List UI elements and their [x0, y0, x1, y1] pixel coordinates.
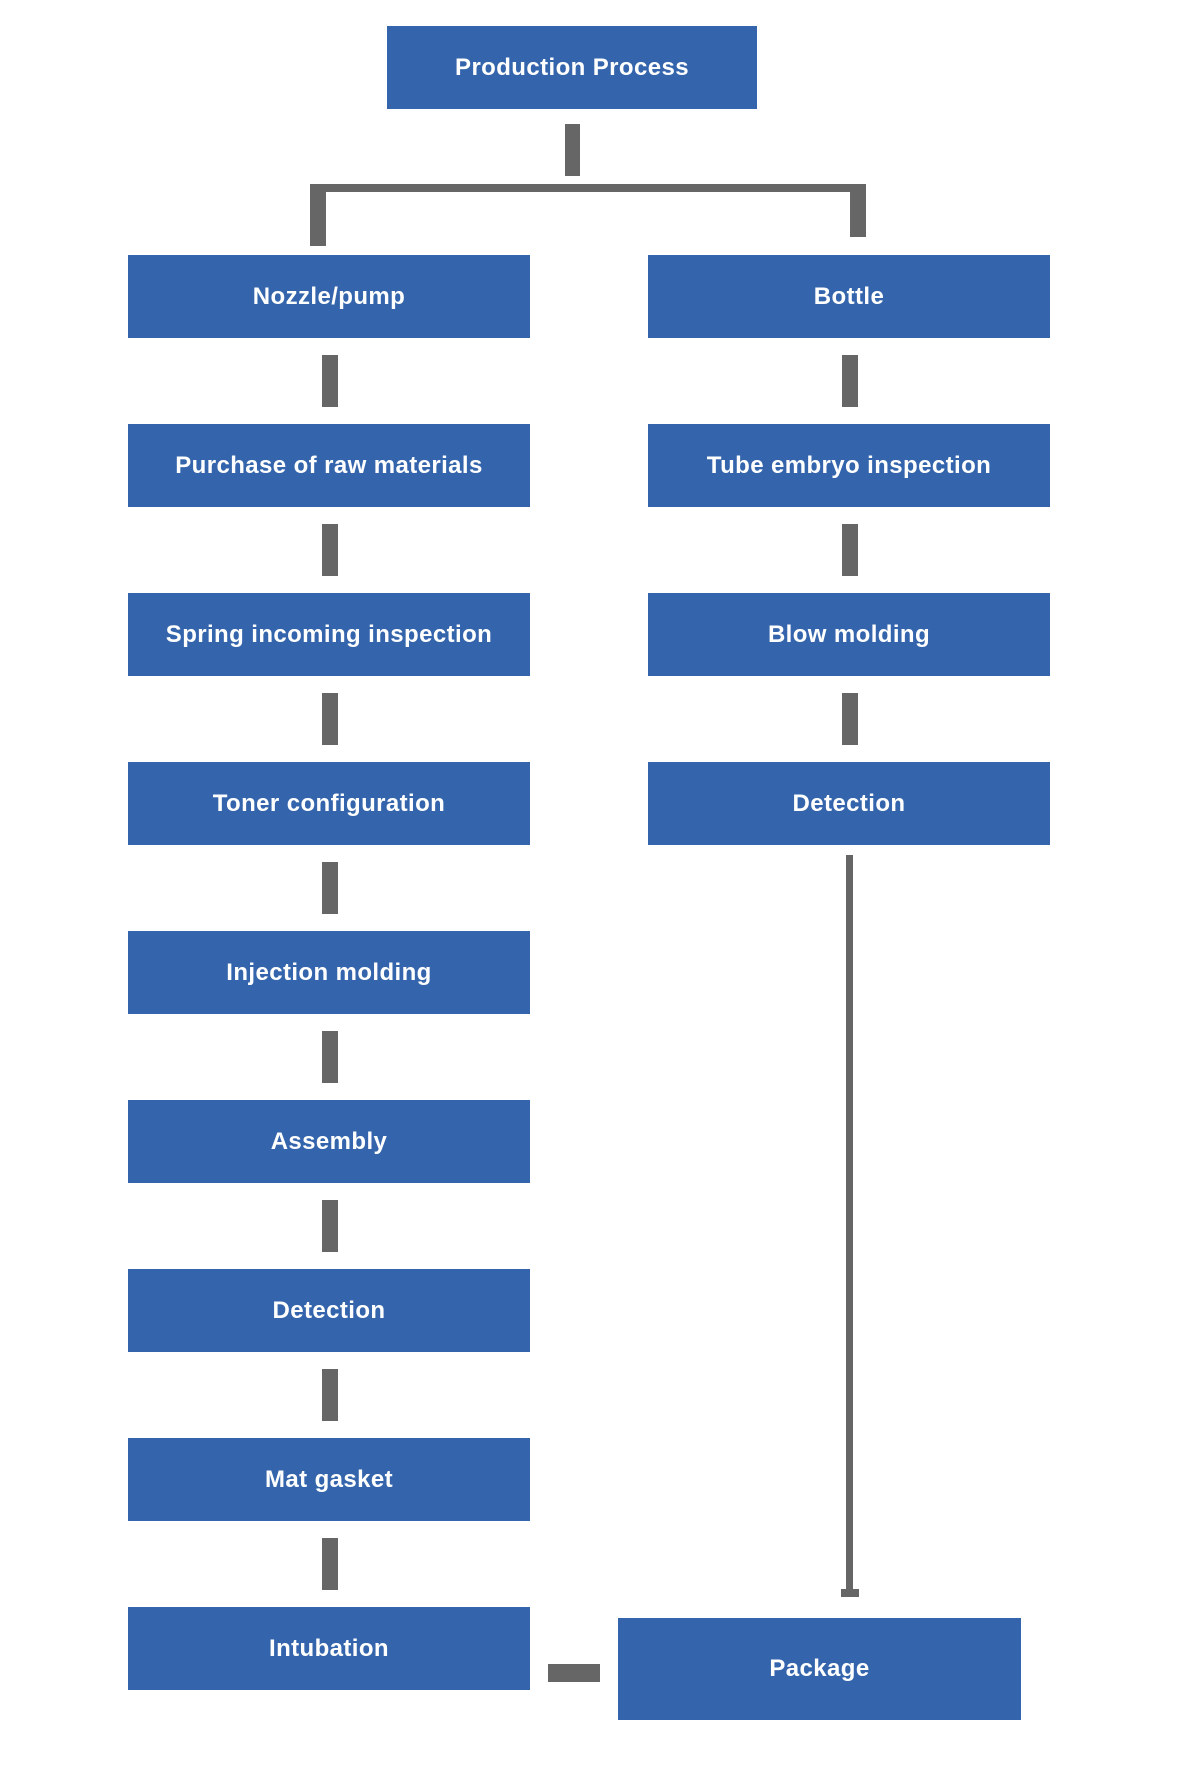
connector-left-1 — [322, 355, 338, 407]
connector-line-end-cap — [841, 1589, 859, 1597]
node-nozzle-pump: Nozzle/pump — [128, 255, 530, 338]
node-spring-incoming-inspection: Spring incoming inspection — [128, 593, 530, 676]
node-bottle: Bottle — [648, 255, 1050, 338]
connector-right-1 — [842, 355, 858, 407]
connector-left-branch-drop — [310, 184, 326, 246]
connector-intubation-to-package-dash — [548, 1664, 600, 1682]
connector-left-3 — [322, 693, 338, 745]
node-blow-molding: Blow molding — [648, 593, 1050, 676]
node-intubation: Intubation — [128, 1607, 530, 1690]
connector-branch-line — [310, 184, 866, 192]
connector-left-7 — [322, 1369, 338, 1421]
connector-right-3 — [842, 693, 858, 745]
node-injection-molding: Injection molding — [128, 931, 530, 1014]
connector-right-2 — [842, 524, 858, 576]
node-toner-configuration: Toner configuration — [128, 762, 530, 845]
connector-detection-to-package-line — [846, 855, 853, 1590]
connector-left-6 — [322, 1200, 338, 1252]
connector-left-8 — [322, 1538, 338, 1590]
node-tube-embryo-inspection: Tube embryo inspection — [648, 424, 1050, 507]
connector-root-stub — [565, 124, 580, 176]
connector-left-5 — [322, 1031, 338, 1083]
node-production-process: Production Process — [387, 26, 757, 109]
connector-right-branch-drop — [850, 184, 866, 237]
node-package: Package — [618, 1618, 1021, 1720]
node-assembly: Assembly — [128, 1100, 530, 1183]
node-detection-right: Detection — [648, 762, 1050, 845]
node-mat-gasket: Mat gasket — [128, 1438, 530, 1521]
connector-left-2 — [322, 524, 338, 576]
node-purchase-of-raw-materials: Purchase of raw materials — [128, 424, 530, 507]
connector-left-4 — [322, 862, 338, 914]
node-detection-left: Detection — [128, 1269, 530, 1352]
